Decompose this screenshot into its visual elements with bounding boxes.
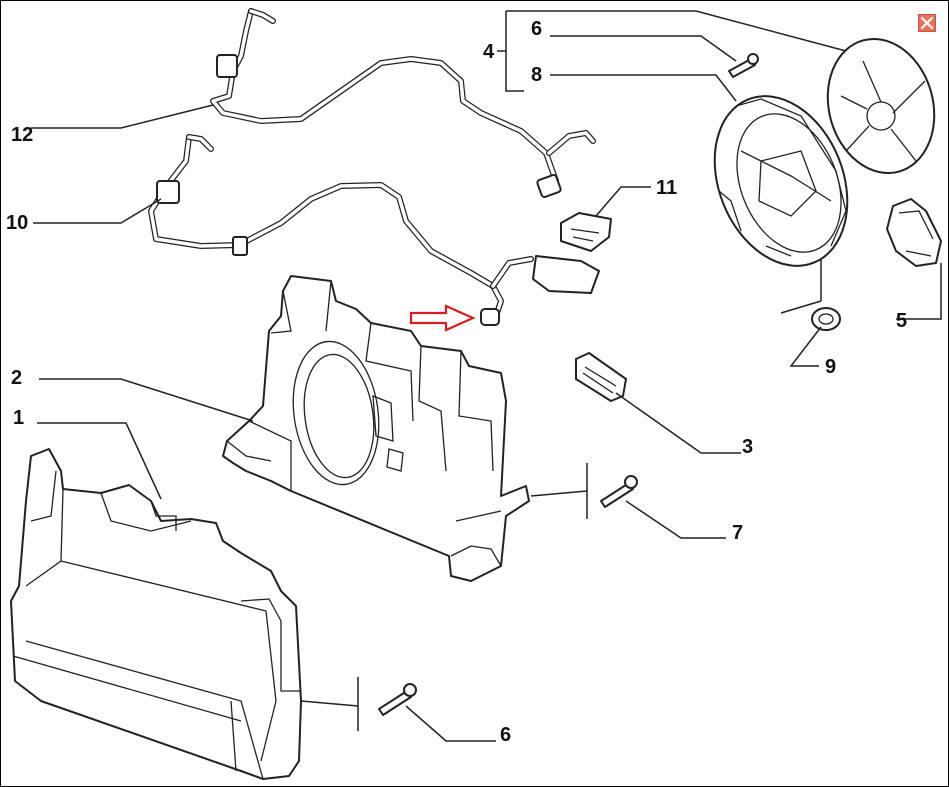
callout-6-bottom: 6 — [500, 724, 511, 746]
right-arrow-icon — [409, 304, 476, 332]
callout-5: 5 — [896, 310, 907, 332]
part-9-grommet — [811, 307, 841, 331]
part-8-fan-cowl — [713, 95, 849, 267]
callout-8: 8 — [531, 64, 542, 86]
callout-9: 9 — [825, 356, 836, 378]
callout-12: 12 — [11, 124, 33, 146]
callout-3: 3 — [742, 436, 753, 458]
part-10-wiring-harness — [148, 134, 600, 326]
part-1-radiator-frame — [10, 448, 302, 780]
part-2-fan-shroud — [222, 275, 530, 582]
part-11-resistor — [560, 212, 612, 252]
screw-6-top — [728, 53, 759, 78]
callout-6-top: 6 — [531, 18, 542, 40]
part-12-wiring-harness — [210, 8, 596, 199]
close-icon[interactable] — [918, 14, 936, 32]
callout-11: 11 — [656, 177, 677, 199]
fan-blade-assembly — [826, 37, 936, 175]
callout-2: 2 — [11, 367, 22, 389]
callout-4: 4 — [483, 41, 495, 63]
leader-lines — [31, 10, 942, 742]
screw-6-bottom — [378, 683, 417, 716]
callout-1: 1 — [13, 407, 24, 429]
callout-7: 7 — [732, 522, 743, 544]
part-5-fan-motor — [886, 198, 942, 267]
screw-7 — [600, 475, 638, 508]
part-3-clip — [575, 352, 627, 402]
callout-10: 10 — [6, 212, 28, 234]
